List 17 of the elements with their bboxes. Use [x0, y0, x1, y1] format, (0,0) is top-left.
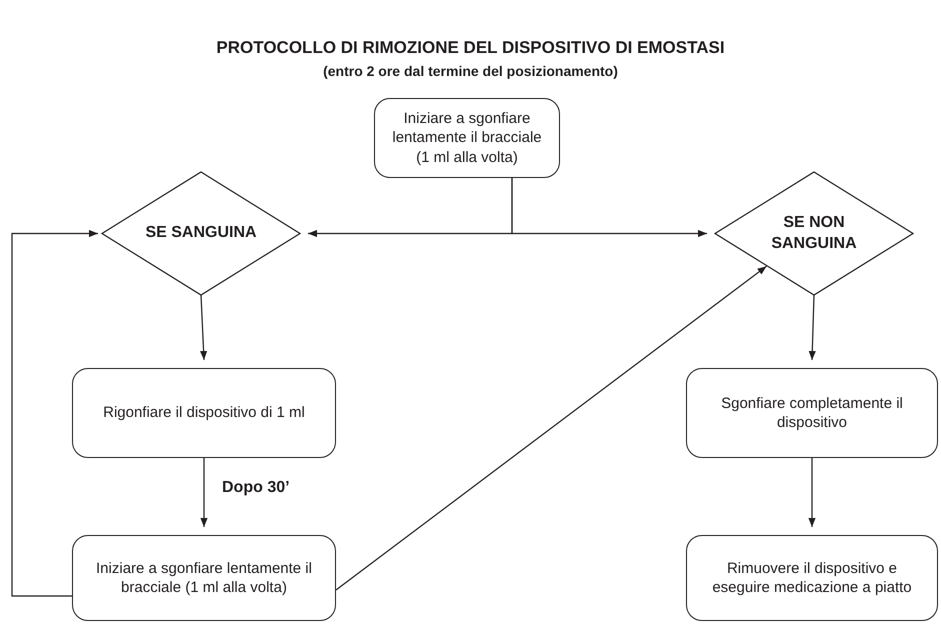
- arrow: [336, 266, 767, 590]
- arrow: [200, 458, 208, 527]
- edge-label: Dopo 30’: [222, 478, 290, 496]
- arrow: [808, 294, 816, 360]
- arrow: [511, 178, 707, 238]
- arrow: [11, 230, 98, 597]
- process-box: Sgonfiare completamente il dispositivo: [686, 368, 938, 458]
- process-box: Iniziare a sgonfiare lentamente il bracciale (1 ml alla volta): [374, 98, 560, 178]
- process-box: Rimuovere il dispositivo e eseguire medicazione a piatto: [686, 535, 938, 621]
- process-box: Rigonfiare il dispositivo di 1 ml: [72, 368, 336, 458]
- arrow: [808, 458, 816, 527]
- title: PROTOCOLLO DI RIMOZIONE DEL DISPOSITIVO DI EMOSTASI: [215, 38, 726, 58]
- decision-label: SE SANGUINA: [144, 223, 258, 244]
- decision-label: SE NON SANGUINA: [770, 212, 858, 254]
- subtitle: (entro 2 ore dal termine del posizionamento): [322, 63, 619, 79]
- arrow: [200, 294, 208, 360]
- process-box: Iniziare a sgonfiare lentamente il bracciale (1 ml alla volta): [72, 535, 336, 621]
